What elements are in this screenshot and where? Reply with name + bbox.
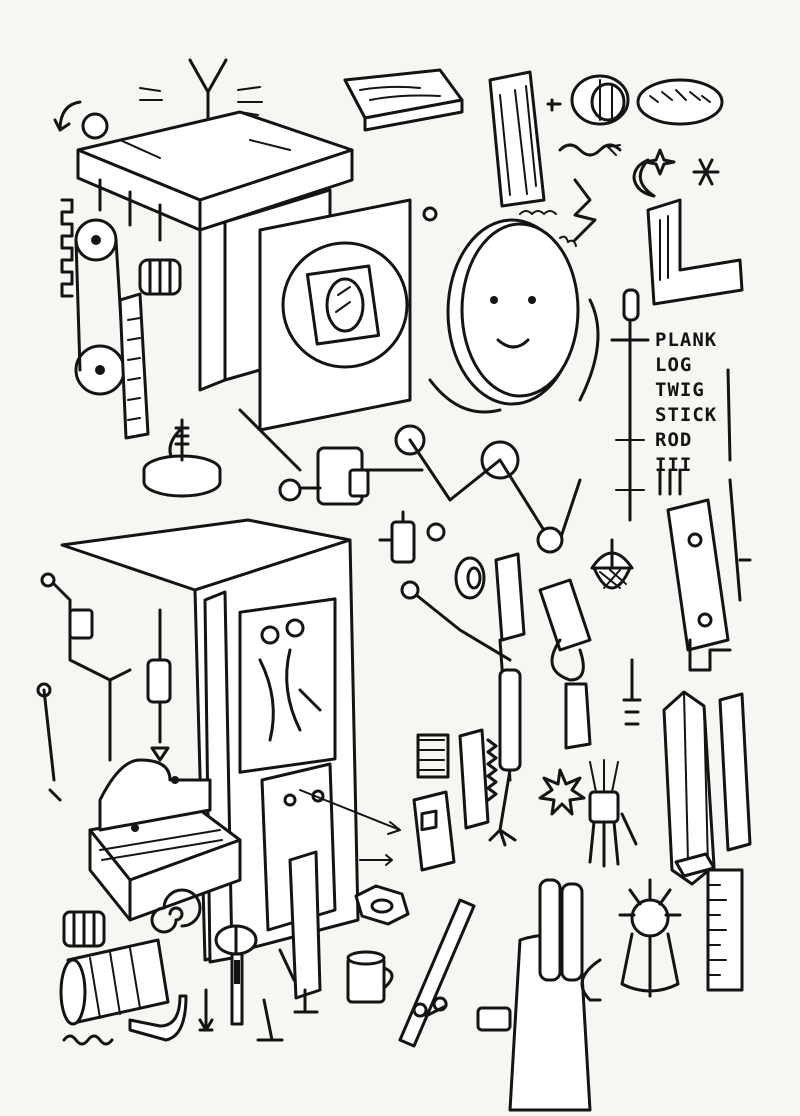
label-log: LOG — [655, 354, 693, 376]
lens-panel — [258, 198, 438, 432]
glove-hand — [538, 578, 592, 750]
zigzag-edge — [60, 198, 74, 298]
material-labels: PLANK LOG TWIG STICK ROD III — [655, 328, 717, 478]
knob-rod — [610, 288, 650, 522]
funnel — [128, 994, 188, 1042]
wooden-plank — [343, 68, 464, 132]
barrel — [59, 938, 170, 1026]
axle-contraption — [278, 424, 582, 554]
curved-arrow-icon — [53, 100, 109, 140]
wood-bracket — [646, 198, 744, 306]
arrow-marks — [299, 144, 621, 866]
tall-ruler — [706, 868, 744, 992]
control-box — [412, 733, 456, 872]
crank-handle — [622, 638, 732, 726]
ruler — [458, 728, 498, 830]
small-gadgets — [378, 510, 526, 847]
screwdriver — [214, 924, 258, 1026]
spool — [62, 910, 106, 948]
pulley-belt — [74, 218, 182, 440]
wooden-log — [488, 70, 546, 208]
wave-line — [62, 1034, 114, 1046]
spring-squiggle — [558, 143, 622, 242]
sliding-panel — [260, 762, 337, 1014]
label-stick: STICK — [655, 404, 718, 426]
stump-pipes — [508, 878, 602, 1112]
scissor-piece — [412, 996, 448, 1018]
starburst-icon — [538, 768, 586, 816]
label-rod: ROD — [655, 429, 693, 451]
small-clip — [476, 1006, 512, 1032]
spiral-icon — [150, 888, 202, 934]
tally-marks: III — [655, 454, 693, 476]
smiley-disc — [428, 210, 600, 414]
crystal-prism — [662, 690, 752, 886]
mug — [346, 950, 394, 1004]
door-panel — [666, 478, 752, 652]
robot-hand — [588, 759, 638, 868]
moon-star-icon — [632, 148, 720, 198]
small-block — [674, 852, 716, 878]
hex-nut — [354, 884, 410, 926]
disc-screw — [142, 418, 222, 498]
left-joints — [36, 572, 172, 802]
flower-burst — [618, 878, 682, 998]
anvil-base — [88, 758, 242, 922]
seed-shape — [636, 78, 724, 126]
rod-line — [658, 368, 732, 496]
acorn — [590, 538, 634, 590]
label-plank: PLANK — [655, 329, 718, 351]
label-twig: TWIG — [655, 379, 705, 401]
pencil — [398, 898, 476, 1048]
levers — [198, 948, 296, 1042]
drum-piece — [546, 74, 630, 126]
